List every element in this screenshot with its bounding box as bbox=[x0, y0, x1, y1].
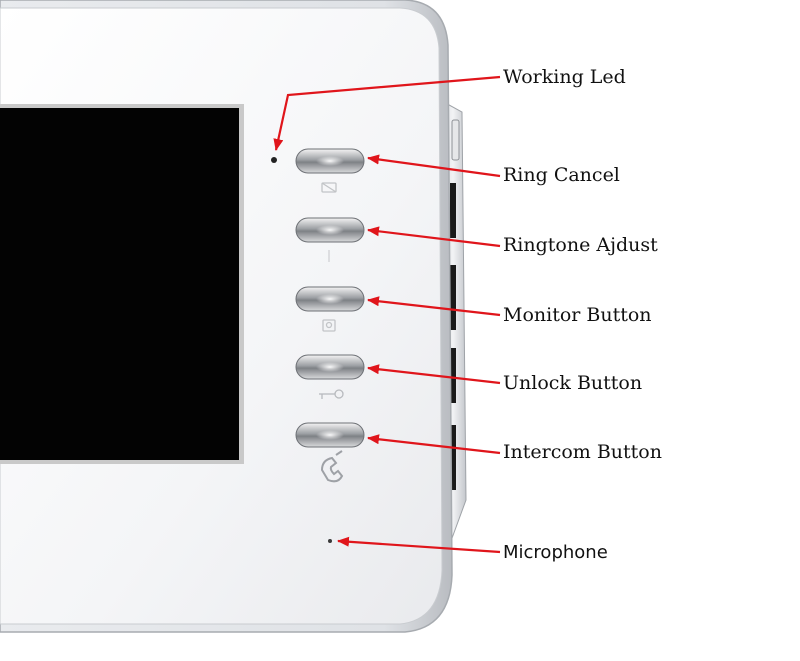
monitor-icon bbox=[322, 319, 336, 332]
label-unlock-button: Unlock Button bbox=[503, 372, 643, 394]
unlock-button[interactable] bbox=[295, 354, 365, 380]
label-intercom-button: Intercom Button bbox=[503, 441, 662, 463]
label-ring-cancel: Ring Cancel bbox=[503, 164, 620, 186]
intercom-device bbox=[0, 0, 467, 633]
label-ringtone-adjust: Ringtone Ajdust bbox=[503, 234, 658, 256]
label-working-led: Working Led bbox=[503, 66, 626, 88]
microphone-hole bbox=[328, 539, 332, 543]
callout-arrows bbox=[273, 75, 501, 554]
display-screen bbox=[0, 108, 239, 460]
ring-cancel-button[interactable] bbox=[295, 148, 365, 174]
side-slot bbox=[450, 348, 456, 403]
monitor-button[interactable] bbox=[295, 286, 365, 312]
handset-icon bbox=[320, 450, 344, 483]
label-monitor-button: Monitor Button bbox=[503, 304, 652, 326]
intercom-button[interactable] bbox=[295, 422, 365, 448]
arrow-microphone bbox=[337, 536, 501, 554]
working-led bbox=[271, 157, 277, 163]
side-slot bbox=[450, 265, 456, 330]
arrow-working-led bbox=[273, 75, 501, 151]
side-slot bbox=[450, 425, 456, 490]
arrow-ring-cancel bbox=[367, 154, 501, 178]
side-slot bbox=[451, 119, 460, 161]
key-icon bbox=[319, 389, 344, 399]
arrow-ringtone-adjust bbox=[367, 226, 501, 248]
arrow-monitor-button bbox=[367, 296, 501, 317]
ringtone-adjust-button[interactable] bbox=[295, 217, 365, 243]
ring-cancel-icon bbox=[321, 182, 337, 193]
side-slot bbox=[450, 183, 456, 238]
label-microphone: Microphone bbox=[503, 542, 608, 563]
arrow-unlock-button bbox=[367, 364, 501, 385]
arrow-intercom-button bbox=[367, 434, 501, 455]
